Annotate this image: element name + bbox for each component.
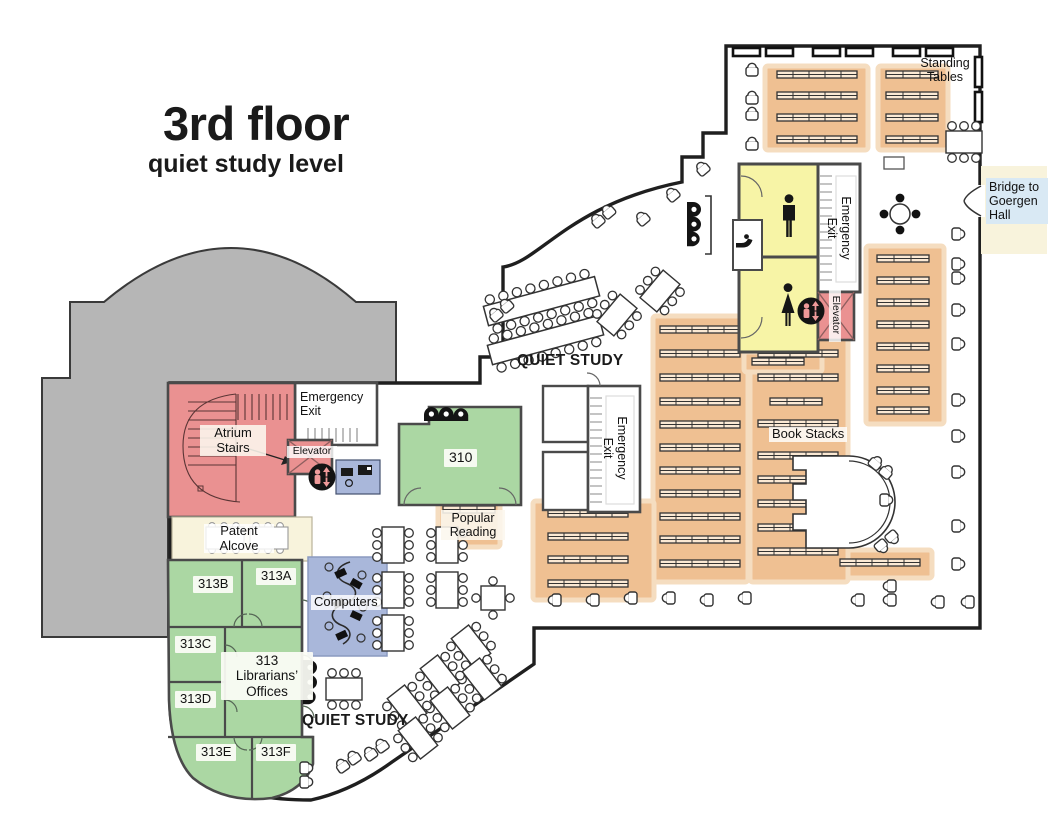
bench-icon bbox=[687, 202, 701, 247]
lounge-chairs-upper bbox=[487, 62, 759, 323]
room-313d-label: 313D bbox=[175, 691, 217, 708]
page-title: 3rd floor bbox=[163, 97, 350, 150]
room-310-label: 310 bbox=[444, 449, 478, 467]
emergency-exit-right-label: Emergency Exit bbox=[824, 196, 853, 260]
emergency-exit-middle-label: Emergency Exit bbox=[600, 416, 629, 480]
room-313e-label: 313E bbox=[196, 744, 237, 761]
popular-reading-label: Popular Reading bbox=[441, 510, 505, 541]
computers-label: Computers bbox=[311, 594, 381, 610]
room-313c-label: 313C bbox=[175, 636, 217, 653]
room-313b-label: 313B bbox=[193, 576, 234, 593]
elevator-right-label: Elevator bbox=[829, 287, 842, 342]
small-table bbox=[883, 156, 905, 170]
print-station bbox=[335, 459, 381, 495]
bridge-label: Bridge to Goergen Hall bbox=[986, 178, 1048, 225]
door-arc bbox=[403, 487, 517, 506]
room-313a-label: 313A bbox=[256, 568, 297, 585]
curved-alcove bbox=[792, 454, 901, 556]
standing-tables-label: Standing Tables bbox=[920, 56, 970, 85]
stairwell-middle bbox=[541, 372, 642, 514]
bench-wall bbox=[705, 195, 712, 255]
restrooms bbox=[732, 162, 820, 354]
door-arc bbox=[586, 372, 601, 387]
quiet-study-lower-label: QUIET STUDY bbox=[302, 712, 409, 729]
elevator-icon bbox=[797, 297, 825, 325]
patent-alcove-label: Patent Alcove bbox=[204, 523, 274, 554]
emergency-exit-left-label: Emergency Exit bbox=[300, 390, 366, 419]
bridge-door-icon bbox=[963, 185, 982, 217]
bench-icon bbox=[424, 407, 469, 421]
book-stacks-label: Book Stacks bbox=[769, 426, 848, 442]
elevator-icon bbox=[308, 463, 336, 491]
stairwell-right bbox=[816, 162, 862, 294]
door-arc bbox=[740, 175, 763, 198]
room-313f-label: 313F bbox=[256, 744, 296, 761]
librarians-offices-label: 313 Librarians’ Offices bbox=[221, 652, 313, 700]
standing-tables bbox=[731, 46, 984, 124]
table-right-top bbox=[945, 120, 983, 164]
page-subtitle: quiet study level bbox=[148, 150, 344, 178]
elevator-left-label: Elevator bbox=[287, 445, 337, 458]
round-table-right bbox=[879, 193, 921, 235]
door-arc bbox=[740, 316, 763, 339]
atrium-stairs-label: Atrium Stairs bbox=[200, 425, 266, 457]
quiet-study-upper-label: QUIET STUDY bbox=[517, 352, 624, 369]
